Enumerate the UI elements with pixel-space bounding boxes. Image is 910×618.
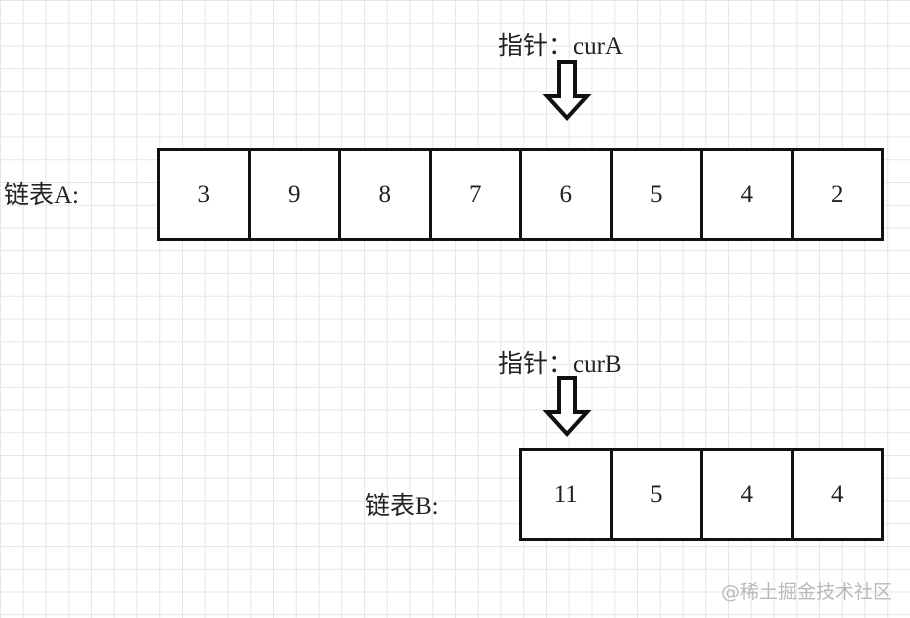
list-b-node: 11 <box>553 480 578 508</box>
linked-list-b: 11 5 4 4 <box>519 448 884 541</box>
down-arrow-icon <box>542 376 592 437</box>
list-b-label: 链表B: <box>365 493 439 520</box>
pointer-b-name: curB <box>573 351 622 378</box>
list-b-node: 4 <box>790 451 882 538</box>
pointer-a-label: 指针：curA <box>498 32 623 62</box>
down-arrow-icon <box>542 60 592 121</box>
pointer-a-name: curA <box>573 33 623 60</box>
linked-list-a: 3 9 8 7 6 5 4 2 <box>157 148 884 241</box>
pointer-a-prefix: 指针： <box>498 33 574 60</box>
pointer-b-prefix: 指针： <box>498 351 574 378</box>
list-a-node: 6 <box>519 151 610 238</box>
list-a-node: 9 <box>247 151 339 238</box>
list-b-node: 4 <box>700 451 791 538</box>
list-a-node: 8 <box>338 151 429 238</box>
list-b-node: 5 <box>609 451 701 538</box>
list-a-node: 5 <box>609 151 701 238</box>
list-a-node: 2 <box>790 151 882 238</box>
list-a-node: 4 <box>700 151 791 238</box>
list-a-node: 3 <box>197 180 211 208</box>
pointer-b-label: 指针：curB <box>498 350 622 380</box>
list-a-label: 链表A: <box>4 182 80 209</box>
list-a-node: 7 <box>428 151 520 238</box>
watermark: @稀土掘金技术社区 <box>720 581 892 603</box>
